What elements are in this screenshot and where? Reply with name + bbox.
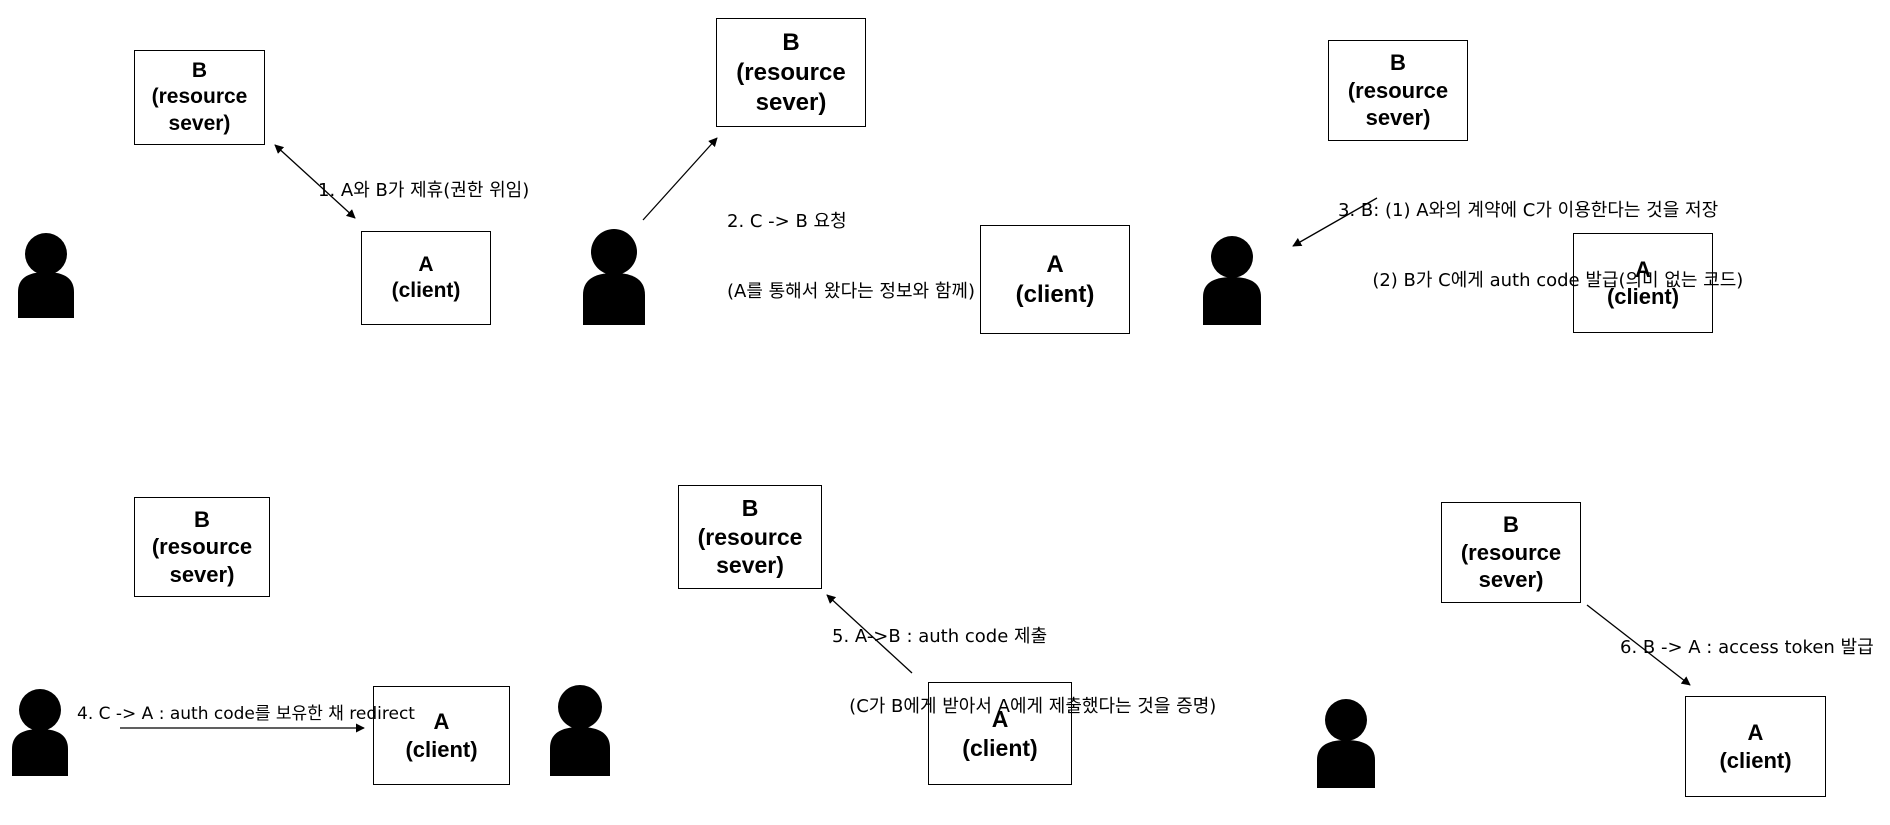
arrow-b-to-c xyxy=(1292,197,1378,247)
resource-server-box: B (resource sever) xyxy=(1328,40,1468,141)
box-line: A xyxy=(991,705,1009,732)
box-line: A xyxy=(1747,720,1764,745)
arrow-a-to-b xyxy=(826,594,913,674)
box-line: (resource xyxy=(151,85,248,109)
user-icon xyxy=(1203,236,1261,325)
box-line: A xyxy=(1046,250,1064,278)
arrow-b-to-a xyxy=(1586,604,1691,686)
box-line: sever) xyxy=(169,561,235,587)
user-icon xyxy=(12,689,68,776)
box-line: (resource xyxy=(736,58,846,86)
box-line: A xyxy=(433,709,450,734)
resource-server-box: B (resource sever) xyxy=(134,497,270,597)
arrow-c-to-b xyxy=(642,137,718,221)
step-label: 3. B: (1) A와의 계약에 C가 이용한다는 것을 저장 (2) B가 … xyxy=(1338,152,1743,316)
box-line: (client) xyxy=(1606,284,1680,309)
step-label: 4. C -> A : auth code를 보유한 채 redirect xyxy=(77,659,415,747)
step-text: (C가 B에게 받아서 A에게 제출했다는 것을 증명) xyxy=(832,695,1217,717)
box-line: (client) xyxy=(405,736,478,762)
arrow-a-b-bidirectional xyxy=(274,144,356,219)
box-line: A xyxy=(418,252,434,276)
step-label: 5. A->B : auth code 제출 (C가 B에게 받아서 A에게 제… xyxy=(832,578,1216,742)
client-box: A (client) xyxy=(980,225,1130,334)
box-line: B xyxy=(1390,50,1406,76)
box-line: (client) xyxy=(1015,280,1095,308)
box-line: B xyxy=(782,28,800,56)
box-line: sever) xyxy=(755,88,827,116)
box-line: (resource xyxy=(1460,539,1562,565)
box-line: B xyxy=(194,506,210,532)
client-box: A (client) xyxy=(1685,696,1826,797)
step-text: 4. C -> A : auth code를 보유한 채 redirect xyxy=(77,704,415,725)
user-icon xyxy=(550,685,610,776)
box-line: sever) xyxy=(716,552,784,579)
box-line: sever) xyxy=(168,111,231,135)
user-icon xyxy=(1317,699,1375,788)
box-line: B xyxy=(741,494,759,521)
resource-server-box: B (resource sever) xyxy=(678,485,822,589)
resource-server-box: B (resource sever) xyxy=(716,18,866,127)
box-line: (resource xyxy=(1347,77,1449,103)
client-box: A (client) xyxy=(361,231,491,325)
box-line: A xyxy=(1635,256,1651,282)
step-text: (2) B가 C에게 auth code 발급(의미 없는 코드) xyxy=(1338,269,1744,291)
step-text: 1. A와 B가 제휴(권한 위임) xyxy=(318,179,530,201)
step-label: 1. A와 B가 제휴(권한 위임) xyxy=(318,132,529,226)
step-text: 6. B -> A : access token 발급 xyxy=(1620,636,1874,658)
step-text: 3. B: (1) A와의 계약에 C가 이용한다는 것을 저장 xyxy=(1338,199,1719,221)
box-line: (resource xyxy=(151,534,253,560)
box-line: (resource xyxy=(697,523,803,550)
step-text: (A를 통해서 왔다는 정보와 함께) xyxy=(727,280,975,302)
box-line: B xyxy=(1503,512,1519,538)
step-label: 2. C -> B 요청 (A를 통해서 왔다는 정보와 함께) xyxy=(727,163,975,327)
box-line: sever) xyxy=(1365,105,1431,131)
step-text: 2. C -> B 요청 xyxy=(727,210,847,232)
box-line: (client) xyxy=(1719,747,1792,773)
box-line: (client) xyxy=(962,734,1038,761)
user-icon xyxy=(18,233,74,318)
box-line: B xyxy=(191,59,208,83)
step-label: 6. B -> A : access token 발급 xyxy=(1620,589,1874,683)
client-box: A (client) xyxy=(373,686,510,785)
box-line: (client) xyxy=(391,279,461,302)
client-box: A (client) xyxy=(928,682,1072,785)
client-box: A (client) xyxy=(1573,233,1713,333)
step-text: 5. A->B : auth code 제출 xyxy=(832,625,1048,647)
user-icon xyxy=(583,229,645,325)
box-line: sever) xyxy=(1478,567,1544,593)
resource-server-box: B (resource sever) xyxy=(1441,502,1581,603)
resource-server-box: B (resource sever) xyxy=(134,50,265,145)
